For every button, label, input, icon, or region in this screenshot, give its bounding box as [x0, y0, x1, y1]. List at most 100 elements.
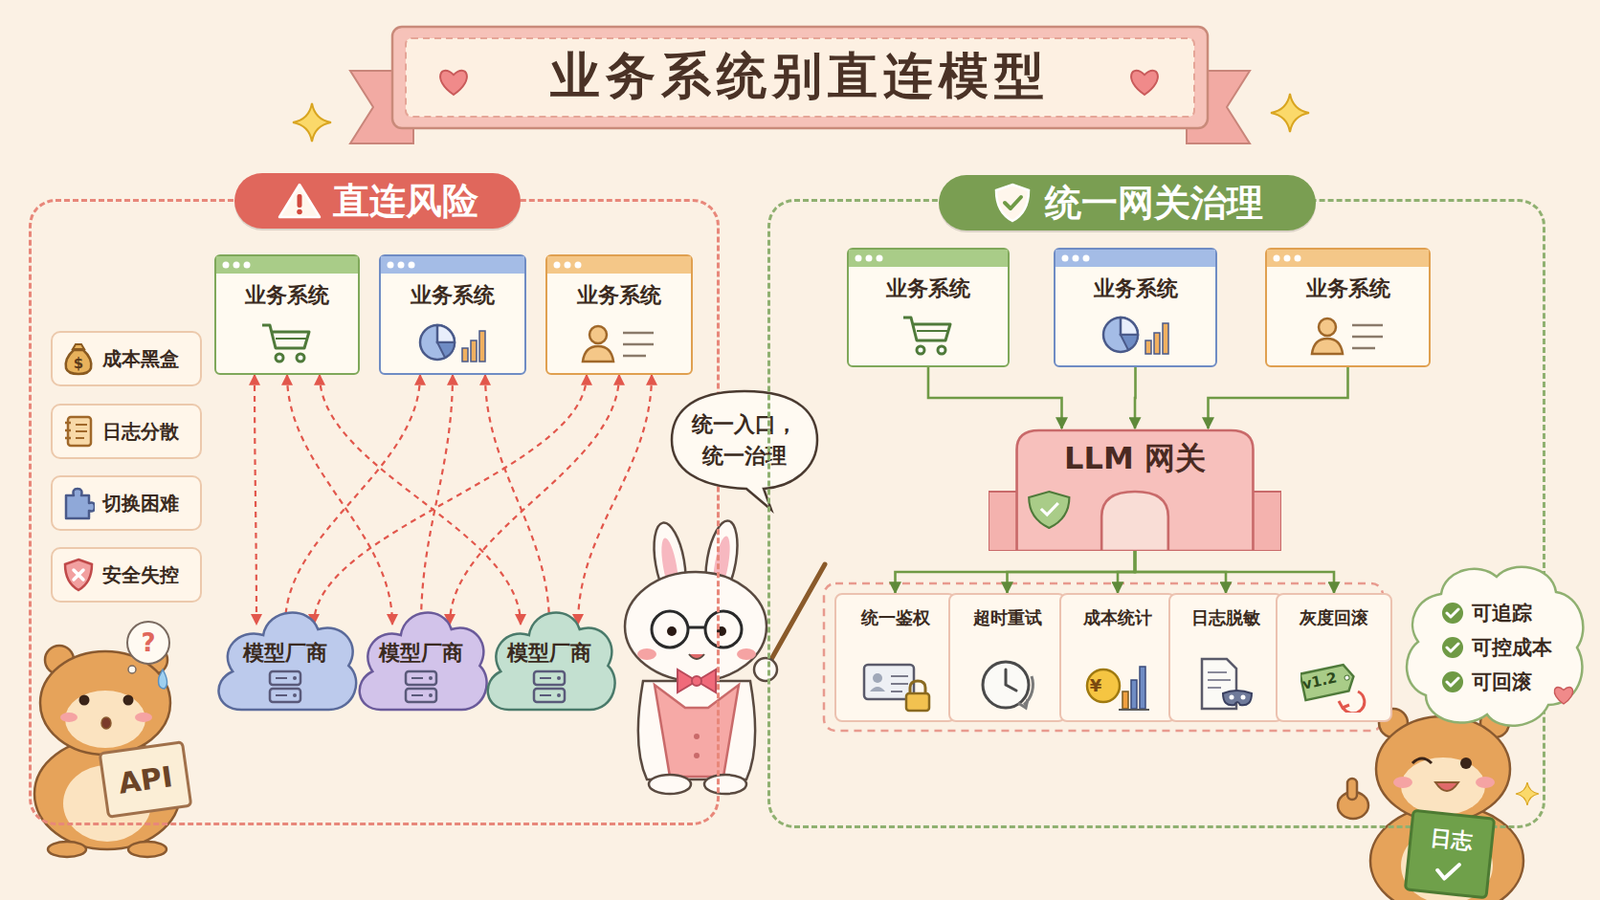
banner — [392, 26, 1208, 129]
feat-node: 灰度回滚 — [1275, 593, 1393, 723]
sparkle — [1515, 782, 1539, 806]
risk-tag: 安全失控 — [102, 562, 179, 589]
system-label: 业务系统 — [1055, 274, 1216, 304]
dashed-connection — [254, 375, 257, 625]
speech-text: 统一入口， 统一治理 — [690, 408, 799, 472]
cloud-node: 模型厂商 — [208, 591, 362, 720]
window-bar — [1266, 249, 1429, 267]
win-node: 业务系统 — [214, 254, 360, 376]
server-icon — [208, 669, 362, 705]
window-bar — [380, 256, 525, 274]
hamster-happy — [1337, 709, 1524, 900]
benefit-text: 可控成本 — [1471, 634, 1553, 662]
feature-icon — [860, 655, 932, 713]
server-icon — [266, 669, 305, 705]
system-icon — [1099, 311, 1173, 358]
vendor-label: 模型厂商 — [208, 639, 362, 668]
dashed-connection — [421, 375, 453, 625]
check-row: 可回滚 — [1441, 665, 1591, 700]
check-row: 可追踪 — [1441, 596, 1591, 631]
window-bar — [848, 249, 1008, 267]
speech-node: 统一入口， 统一治理 — [667, 387, 822, 514]
window-bar — [1266, 249, 1429, 267]
vendor-label: 模型厂商 — [350, 639, 492, 668]
risk-tag: 切换困难 — [102, 490, 179, 517]
flow-arrow — [895, 551, 1136, 594]
window-bar — [1055, 249, 1216, 267]
check-icon — [1441, 601, 1465, 625]
title: 业务系统别直连模型 — [550, 43, 1050, 111]
feature-icon — [1192, 655, 1260, 713]
tag-icon — [62, 486, 95, 521]
dashed-connection — [319, 375, 521, 625]
system-label: 业务系统 — [380, 281, 525, 311]
vendor-label: 模型厂商 — [478, 639, 621, 668]
benefit-text: 可追踪 — [1471, 600, 1533, 627]
sign-node: API — [98, 740, 194, 820]
dashed-connection — [285, 375, 421, 625]
book-title: 日志 — [1410, 822, 1492, 859]
heart — [440, 70, 467, 95]
dashed-connection — [577, 375, 652, 625]
win-node: 业务系统 — [1053, 247, 1218, 368]
tag-node: 安全失控 — [50, 547, 202, 603]
feat-node: 统一鉴权 — [834, 593, 956, 723]
check-icon — [1441, 636, 1465, 660]
dashed-connection — [287, 375, 393, 625]
win-node: 业务系统 — [545, 254, 693, 376]
flow-arrow — [1134, 551, 1334, 594]
risk-tag: 日志分散 — [102, 419, 179, 445]
system-icon — [848, 311, 1008, 358]
feature-label: 成本统计 — [1061, 606, 1175, 630]
heart — [1131, 70, 1158, 95]
win-node: 业务系统 — [1265, 247, 1431, 368]
cloud-node: 模型厂商 — [478, 591, 621, 720]
system-icon — [580, 319, 658, 366]
system-label: 业务系统 — [547, 281, 691, 311]
feature-label: 超时重试 — [950, 606, 1065, 630]
tag-node: 切换困难 — [50, 475, 202, 532]
system-icon — [1266, 311, 1429, 358]
server-icon — [478, 669, 621, 705]
server-icon — [530, 669, 569, 705]
system-label: 业务系统 — [216, 281, 358, 311]
system-icon — [416, 319, 489, 366]
icon-label: ¥ — [1084, 674, 1108, 698]
server-icon — [350, 669, 492, 705]
feature-label: 统一鉴权 — [836, 606, 955, 630]
check-icon — [1441, 670, 1465, 694]
tag-icon — [62, 414, 95, 449]
group-panel: 直连风险业务系统业务系统业务系统成本黑盒日志分散切换困难安全失控模型厂商模型厂商… — [28, 199, 720, 826]
tag-node: 日志分散 — [50, 403, 202, 460]
system-icon — [547, 319, 691, 366]
risk-tag: 成本黑盒 — [102, 346, 179, 373]
icon-label: ? — [134, 627, 162, 659]
dashed-connection — [485, 375, 550, 625]
feature-label: 灰度回滚 — [1277, 606, 1391, 630]
check-row: 可控成本 — [1441, 630, 1591, 666]
sparkle — [1270, 93, 1310, 133]
system-label: 业务系统 — [1266, 274, 1429, 304]
header-icon — [277, 181, 322, 221]
book-check — [1407, 856, 1489, 888]
gateway-label: LLM 网关 — [988, 438, 1282, 481]
panel-heading: 统一网关治理 — [1044, 178, 1264, 228]
feature-label: 日志脱敏 — [1170, 606, 1282, 630]
feature-icon — [1061, 655, 1175, 713]
window-bar — [848, 249, 1008, 267]
group-panel: 统一网关治理业务系统业务系统业务系统LLM 网关统一鉴权超时重试成本统计日志脱敏… — [767, 199, 1546, 829]
cloud-node: 模型厂商 — [350, 591, 492, 720]
window-bar — [547, 256, 691, 274]
icon-label: $ — [68, 352, 89, 376]
flow-arrow — [1133, 367, 1137, 429]
feat-node: 日志脱敏 — [1168, 593, 1284, 723]
feature-icon — [836, 655, 955, 713]
book-check — [1432, 858, 1464, 885]
system-icon — [216, 319, 358, 366]
checklist: 可追踪可控成本可回滚 — [1441, 596, 1591, 700]
system-icon — [258, 319, 316, 366]
flow-arrow — [1208, 367, 1349, 429]
window-bar — [1055, 249, 1216, 267]
feature-icon — [1170, 655, 1282, 713]
system-icon — [380, 319, 525, 366]
